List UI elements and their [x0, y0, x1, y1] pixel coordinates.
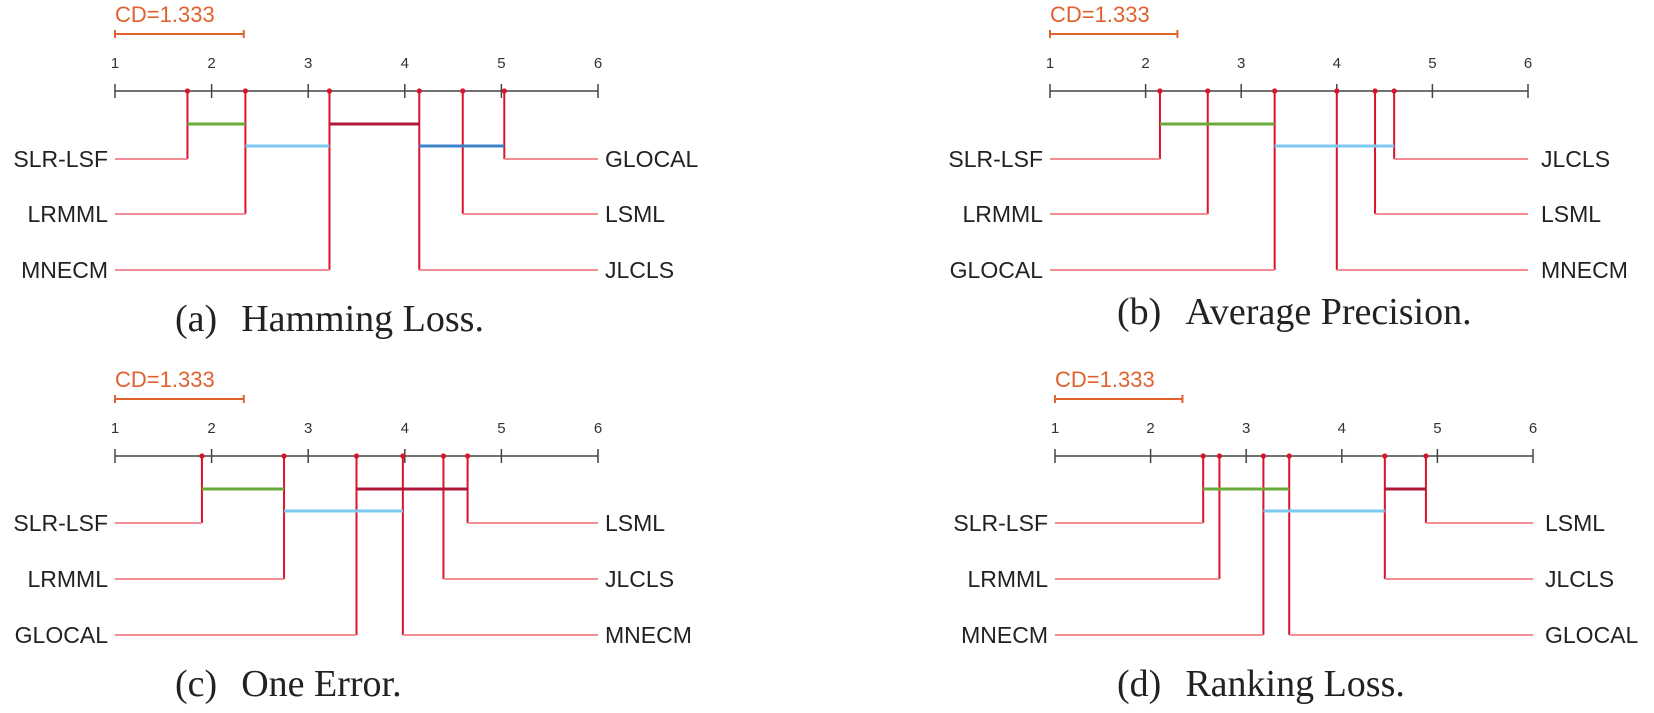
rank-point-right-b-1 — [1372, 88, 1378, 94]
tick-label-d-4: 4 — [1338, 420, 1346, 437]
method-label-left-c-2: GLOCAL — [15, 622, 109, 648]
tick-label-a-3: 3 — [304, 55, 312, 72]
method-label-right-c-2: MNECM — [605, 622, 692, 648]
rank-point-right-d-0 — [1423, 453, 1429, 459]
tick-label-a-5: 5 — [497, 55, 505, 72]
method-label-right-b-1: LSML — [1541, 201, 1601, 227]
caption-d-prefix: (d) — [1117, 663, 1162, 705]
method-label-right-b-0: JLCLS — [1541, 146, 1610, 172]
cd-label-b: CD=1.333 — [1050, 2, 1150, 27]
method-label-right-d-1: JLCLS — [1545, 566, 1614, 592]
rank-point-left-b-1 — [1205, 88, 1211, 94]
caption-b-text: Average Precision. — [1185, 291, 1472, 333]
method-label-right-c-1: JLCLS — [605, 566, 674, 592]
caption-d-text: Ranking Loss. — [1185, 663, 1405, 705]
caption-a-text: Hamming Loss. — [241, 298, 484, 340]
caption-c-text: One Error. — [241, 663, 402, 705]
tick-label-a-1: 1 — [111, 55, 119, 72]
method-label-left-b-0: SLR-LSF — [948, 146, 1043, 172]
rank-point-left-c-0 — [199, 453, 205, 459]
tick-label-d-2: 2 — [1146, 420, 1154, 437]
tick-label-d-3: 3 — [1242, 420, 1250, 437]
rank-point-left-b-0 — [1157, 88, 1163, 94]
method-label-left-d-1: LRMML — [967, 566, 1048, 592]
method-label-right-a-1: LSML — [605, 201, 665, 227]
method-label-right-c-0: LSML — [605, 510, 665, 536]
method-label-left-a-2: MNECM — [21, 257, 108, 283]
rank-point-left-a-1 — [242, 88, 249, 94]
rank-point-left-a-0 — [184, 88, 191, 94]
tick-label-c-4: 4 — [401, 420, 409, 437]
caption-d: (d) Ranking Loss. — [1117, 662, 1405, 706]
rank-point-left-c-1 — [281, 453, 287, 459]
cd-label-a: CD=1.333 — [115, 2, 215, 27]
tick-label-b-5: 5 — [1428, 55, 1436, 72]
tick-label-c-5: 5 — [497, 420, 505, 437]
method-label-left-a-0: SLR-LSF — [13, 146, 108, 172]
method-label-right-d-0: LSML — [1545, 510, 1605, 536]
method-label-right-d-2: GLOCAL — [1545, 622, 1639, 648]
method-label-left-a-1: LRMML — [27, 201, 108, 227]
tick-label-d-1: 1 — [1051, 420, 1059, 437]
rank-point-left-d-2 — [1260, 453, 1267, 459]
rank-point-right-c-2 — [400, 453, 406, 459]
caption-a-prefix: (a) — [175, 298, 218, 340]
rank-point-right-a-1 — [460, 88, 466, 94]
method-label-left-c-0: SLR-LSF — [13, 510, 108, 536]
caption-a: (a) Hamming Loss. — [175, 297, 484, 341]
tick-label-d-5: 5 — [1433, 420, 1441, 437]
method-label-left-d-0: SLR-LSF — [953, 510, 1048, 536]
rank-point-right-a-2 — [416, 88, 422, 94]
method-label-left-b-1: LRMML — [962, 201, 1043, 227]
rank-point-left-c-2 — [353, 453, 360, 459]
caption-b-prefix: (b) — [1117, 291, 1162, 333]
rank-point-right-b-2 — [1334, 88, 1340, 94]
tick-label-c-6: 6 — [594, 420, 602, 437]
tick-label-b-2: 2 — [1141, 55, 1149, 72]
tick-label-c-1: 1 — [111, 420, 119, 437]
rank-point-right-b-0 — [1391, 88, 1397, 94]
method-label-left-b-2: GLOCAL — [950, 257, 1044, 283]
rank-point-right-d-2 — [1286, 453, 1292, 459]
tick-label-a-4: 4 — [401, 55, 409, 72]
tick-label-b-1: 1 — [1046, 55, 1054, 72]
tick-label-a-2: 2 — [207, 55, 215, 72]
method-label-left-c-1: LRMML — [27, 566, 108, 592]
caption-c-prefix: (c) — [175, 663, 218, 705]
method-label-right-a-2: JLCLS — [605, 257, 674, 283]
rank-point-right-d-1 — [1382, 453, 1388, 459]
tick-label-c-3: 3 — [304, 420, 312, 437]
rank-point-left-d-1 — [1216, 453, 1223, 459]
rank-point-left-d-0 — [1200, 453, 1206, 459]
tick-label-a-6: 6 — [594, 55, 602, 72]
cd-label-d: CD=1.333 — [1055, 367, 1155, 392]
rank-point-left-a-2 — [326, 88, 333, 94]
tick-label-b-3: 3 — [1237, 55, 1245, 72]
caption-c: (c) One Error. — [175, 662, 402, 706]
rank-point-right-a-0 — [501, 88, 507, 94]
rank-point-left-b-2 — [1272, 88, 1278, 94]
tick-label-b-6: 6 — [1524, 55, 1532, 72]
cd-label-c: CD=1.333 — [115, 367, 215, 392]
caption-b: (b) Average Precision. — [1117, 290, 1472, 334]
method-label-right-b-2: MNECM — [1541, 257, 1628, 283]
method-label-left-d-2: MNECM — [961, 622, 1048, 648]
method-label-right-a-0: GLOCAL — [605, 146, 699, 172]
tick-label-b-4: 4 — [1333, 55, 1341, 72]
tick-label-c-2: 2 — [207, 420, 215, 437]
rank-point-right-c-0 — [464, 453, 471, 459]
tick-label-d-6: 6 — [1529, 420, 1537, 437]
rank-point-right-c-1 — [440, 453, 447, 459]
